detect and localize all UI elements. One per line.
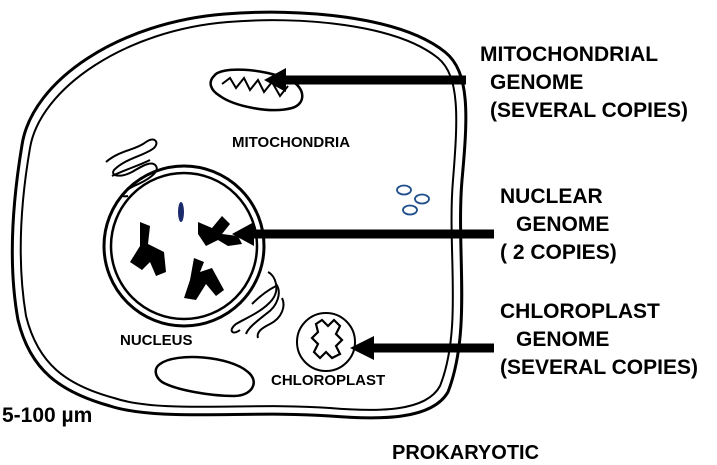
scale-label: 5-100 µm	[2, 402, 92, 430]
endoplasmic-reticulum	[106, 140, 157, 197]
label-line: (SEVERAL COPIES)	[500, 354, 698, 382]
label-line: GENOME	[480, 69, 688, 97]
vesicles	[397, 186, 429, 215]
chromosome-2	[198, 216, 242, 246]
chromosome-3	[184, 258, 224, 300]
prokaryotic-heading: PROKARYOTIC	[392, 441, 539, 465]
label-line: MITOCHONDRIAL	[480, 41, 688, 69]
chloroplast-genome-label: CHLOROPLAST GENOME (SEVERAL COPIES)	[500, 298, 698, 382]
label-line: CHLOROPLAST	[500, 298, 698, 326]
label-line: GENOME	[500, 211, 617, 239]
chloroplast	[297, 313, 355, 371]
label-line: GENOME	[500, 326, 698, 354]
cell-membrane	[12, 12, 466, 418]
chromosome-1	[130, 222, 166, 276]
label-line: ( 2 COPIES)	[500, 239, 617, 267]
arrow-nuclear-genome	[232, 222, 494, 246]
arrow-chloroplast-genome	[350, 336, 494, 360]
vacuole	[156, 357, 254, 396]
label-line: NUCLEAR	[500, 183, 617, 211]
mitochondria-label: MITOCHONDRIA	[232, 134, 350, 152]
label-line: (SEVERAL COPIES)	[480, 97, 688, 125]
nuclear-genome-label: NUCLEAR GENOME ( 2 COPIES)	[500, 183, 617, 267]
mitochondrial-genome-label: MITOCHONDRIAL GENOME (SEVERAL COPIES)	[480, 41, 688, 125]
chloroplast-label: CHLOROPLAST	[271, 372, 385, 390]
nucleus	[104, 166, 264, 326]
nucleus-label: NUCLEUS	[120, 332, 193, 350]
arrow-mitochondrial-genome	[264, 68, 466, 92]
nucleolus	[178, 202, 184, 222]
